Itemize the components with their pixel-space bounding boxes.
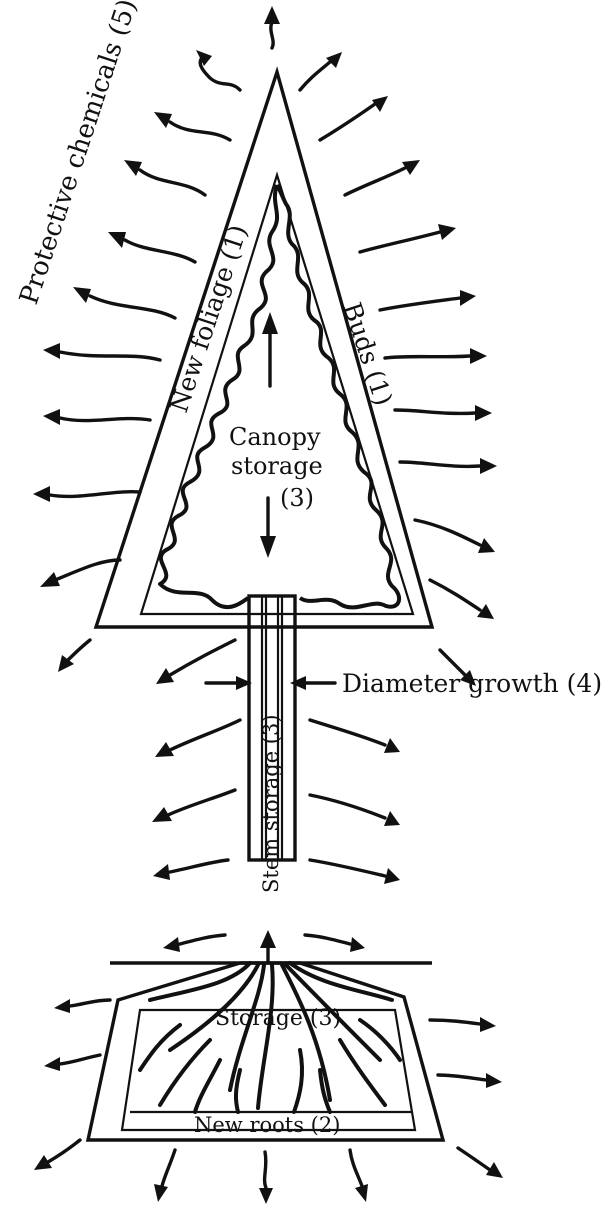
root-network <box>140 963 400 1112</box>
protective-chemicals-label: Protective chemicals (5) <box>14 0 143 308</box>
canopy-down-arrowhead <box>260 536 276 558</box>
canopy-label-line2: storage <box>231 452 323 480</box>
stem-base-arrowhead <box>260 930 276 948</box>
diameter-arrowhead-right <box>290 676 306 690</box>
canopy-up-arrowhead <box>262 312 278 334</box>
diameter-growth-label: Diameter growth (4) <box>342 669 602 698</box>
buds-label: Buds (1) <box>337 299 398 409</box>
stem-storage-label: Stem storage (3) <box>259 714 283 893</box>
canopy-label-line3: (3) <box>280 484 314 512</box>
storage-label: Storage (3) <box>215 1006 341 1031</box>
new-foliage-label: New foliage (1) <box>164 221 253 416</box>
canopy-label-line1: Canopy <box>229 423 321 451</box>
new-roots-label: New roots (2) <box>194 1113 340 1137</box>
